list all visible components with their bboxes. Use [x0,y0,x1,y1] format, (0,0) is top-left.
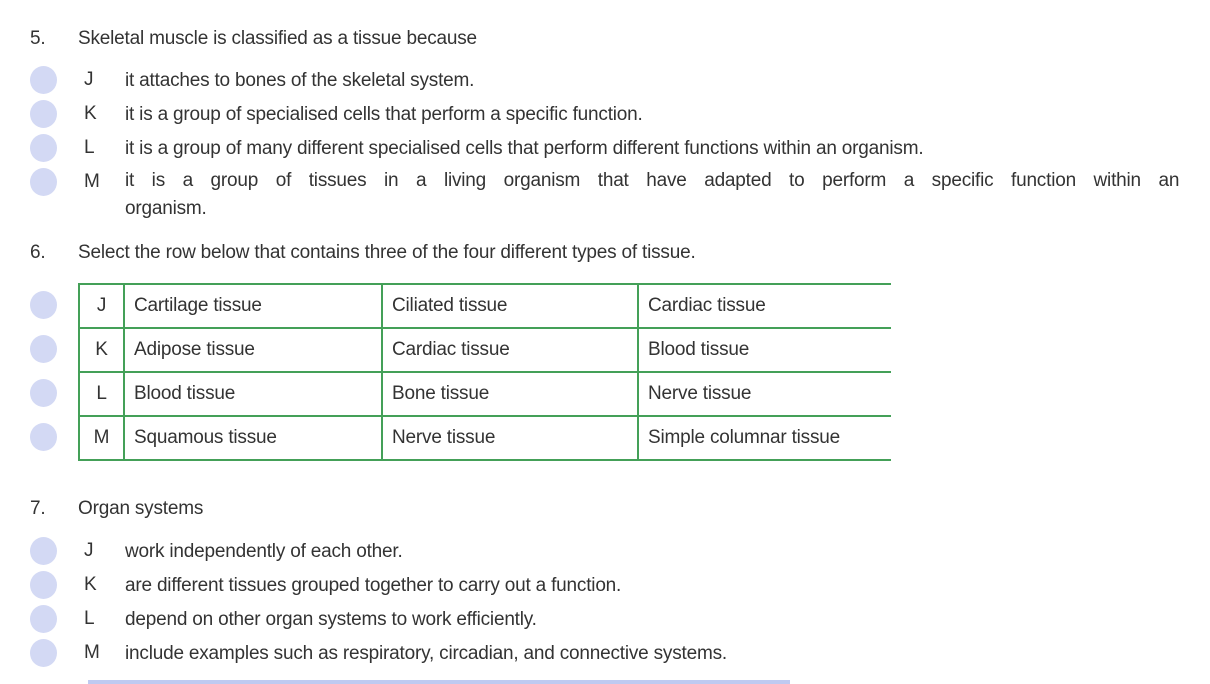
tissue-cell: Blood tissue [637,327,891,373]
option-letter: K [84,574,97,595]
question-7-number: 7. [30,498,46,519]
row-letter-cell: M [78,415,125,461]
tissue-cell: Nerve tissue [637,371,891,417]
page-bottom-accent-bar [88,680,790,684]
q6-table-block: J Cartilage tissue Ciliated tissue Cardi… [30,283,900,463]
option-text-line1: it is a group of tissues in a living org… [125,170,1180,191]
answer-bubble-q5-m[interactable] [30,168,57,196]
option-text: depend on other organ systems to work ef… [125,609,537,630]
table-row: M Squamous tissue Nerve tissue Simple co… [78,415,891,461]
question-6-text: Select the row below that contains three… [78,242,696,263]
option-text: work independently of each other. [125,541,403,562]
tissue-cell: Cardiac tissue [381,327,639,373]
option-text-line2: organism. [125,198,207,219]
answer-bubble-q5-k[interactable] [30,100,57,128]
answer-bubble-q6-k[interactable] [30,335,57,363]
question-5-text: Skeletal muscle is classified as a tissu… [78,28,477,49]
option-letter: J [84,69,94,90]
tissue-cell: Squamous tissue [123,415,383,461]
tissue-cell: Cartilage tissue [123,283,383,329]
option-text: it attaches to bones of the skeletal sys… [125,70,475,91]
option-letter: K [84,103,97,124]
tissue-cell: Blood tissue [123,371,383,417]
option-text: it is a group of tissues in a living org… [125,167,1188,223]
tissue-cell: Simple columnar tissue [637,415,891,461]
question-6-number: 6. [30,242,46,263]
option-letter: L [84,137,95,158]
answer-bubble-q7-j[interactable] [30,537,57,565]
option-text: it is a group of many different speciali… [125,138,924,159]
tissue-cell: Cardiac tissue [637,283,891,329]
question-7-text: Organ systems [78,498,204,519]
answer-bubble-q7-m[interactable] [30,639,57,667]
row-letter-cell: K [78,327,125,373]
row-letter-cell: L [78,371,125,417]
option-text: are different tissues grouped together t… [125,575,622,596]
row-letter-cell: J [78,283,125,329]
answer-bubble-q7-k[interactable] [30,571,57,599]
option-text: include examples such as respiratory, ci… [125,643,727,664]
answer-bubble-q6-j[interactable] [30,291,57,319]
option-letter: M [84,171,100,192]
answer-bubble-q5-j[interactable] [30,66,57,94]
tissue-table: J Cartilage tissue Ciliated tissue Cardi… [78,283,891,461]
option-letter: J [84,540,94,561]
answer-bubble-q7-l[interactable] [30,605,57,633]
tissue-cell: Bone tissue [381,371,639,417]
option-text: it is a group of specialised cells that … [125,104,643,125]
tissue-cell: Nerve tissue [381,415,639,461]
option-letter: M [84,642,100,663]
option-letter: L [84,608,95,629]
table-row: J Cartilage tissue Ciliated tissue Cardi… [78,283,891,329]
question-5-number: 5. [30,28,46,49]
answer-bubble-q5-l[interactable] [30,134,57,162]
table-row: K Adipose tissue Cardiac tissue Blood ti… [78,327,891,373]
answer-bubble-q6-l[interactable] [30,379,57,407]
table-row: L Blood tissue Bone tissue Nerve tissue [78,371,891,417]
tissue-cell: Adipose tissue [123,327,383,373]
answer-bubble-q6-m[interactable] [30,423,57,451]
tissue-cell: Ciliated tissue [381,283,639,329]
